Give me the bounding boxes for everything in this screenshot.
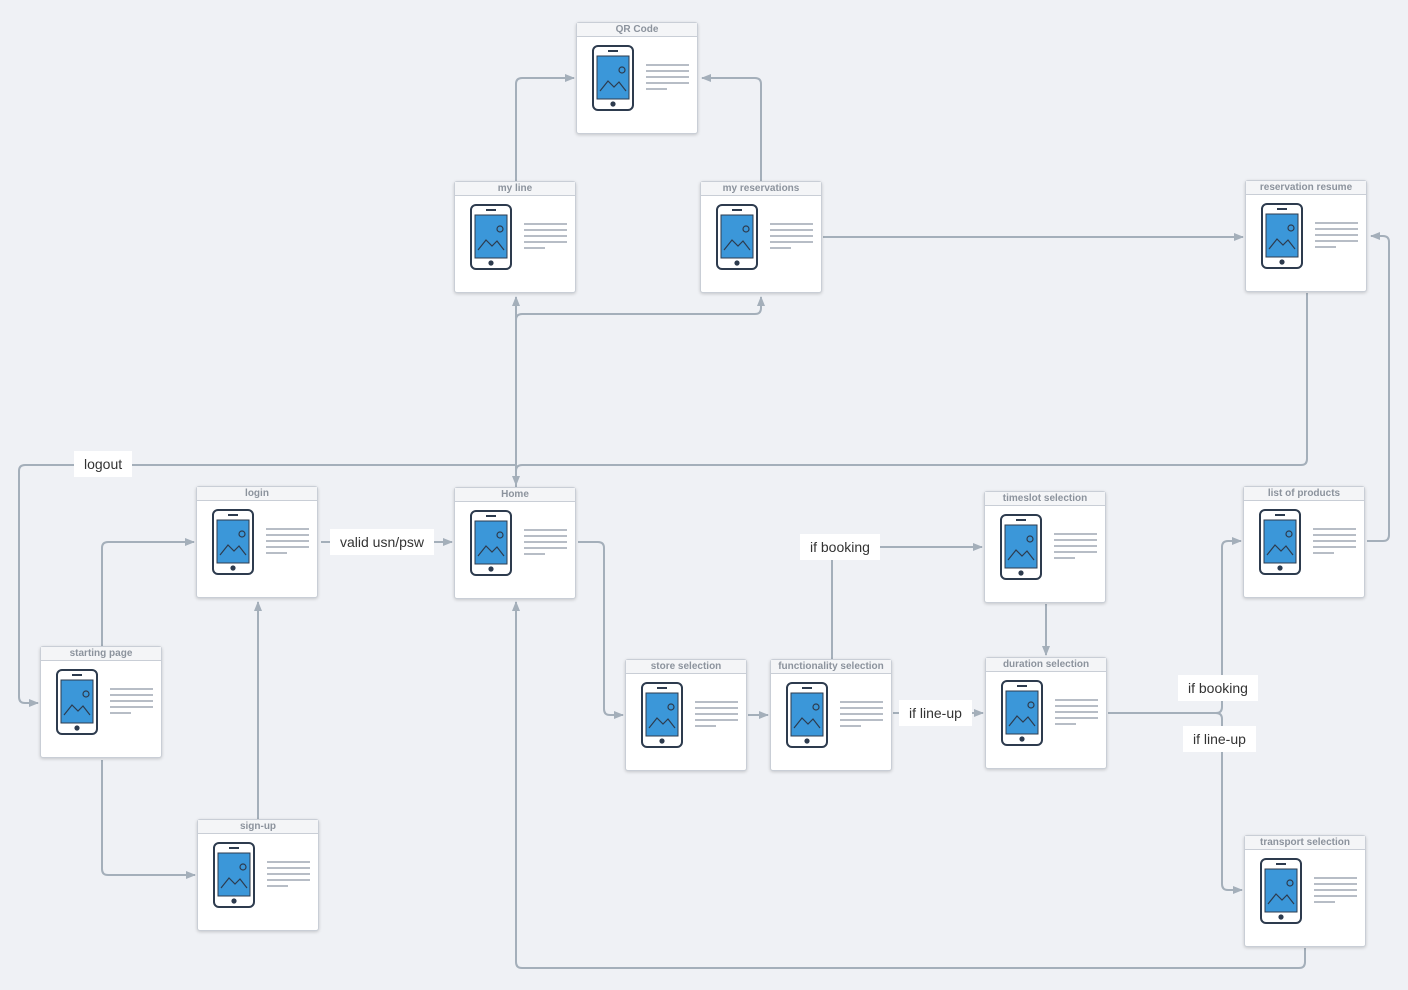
screen-starting-page[interactable]: starting page — [40, 646, 162, 758]
screen-timeslot-selection[interactable]: timeslot selection — [984, 491, 1106, 603]
edge-label-if-lineup: if line-up — [899, 700, 972, 726]
phone-mockup-icon — [56, 669, 153, 735]
screen-title: starting page — [41, 647, 161, 661]
edge-home-myres — [515, 296, 765, 321]
edge-myres-qr — [701, 74, 762, 181]
phone-mockup-icon — [470, 204, 567, 270]
screen-title: reservation resume — [1246, 181, 1366, 195]
screen-title: Home — [455, 488, 575, 502]
edge-label-valid-credentials: valid usn/psw — [330, 529, 435, 555]
edge-start-login — [101, 538, 195, 646]
edge-func-timeslot — [831, 543, 983, 659]
phone-mockup-icon — [786, 682, 883, 748]
phone-mockup-icon — [716, 204, 813, 270]
screen-sign-up[interactable]: sign-up — [197, 819, 319, 931]
phone-mockup-icon — [1000, 514, 1097, 580]
phone-mockup-icon — [470, 510, 567, 576]
phone-mockup-icon — [213, 842, 310, 908]
phone-mockup-icon — [212, 509, 309, 575]
edge-label-logout: logout — [74, 451, 133, 477]
phone-mockup-icon — [641, 682, 738, 748]
edge-transport-home — [512, 601, 1306, 969]
screen-list-of-products[interactable]: list of products — [1243, 486, 1365, 598]
screen-title: functionality selection — [771, 660, 891, 674]
screen-title: my line — [455, 182, 575, 196]
screen-title: transport selection — [1245, 836, 1365, 850]
phone-mockup-icon — [1261, 203, 1358, 269]
screen-title: duration selection — [986, 658, 1106, 672]
edge-start-signup — [101, 760, 196, 879]
screen-transport-selection[interactable]: transport selection — [1244, 835, 1366, 947]
screen-title: login — [197, 487, 317, 501]
screen-home[interactable]: Home — [454, 487, 576, 599]
screen-duration-selection[interactable]: duration selection — [985, 657, 1107, 769]
edge-label-if-booking-right: if booking — [1178, 675, 1258, 701]
screen-title: sign-up — [198, 820, 318, 834]
edge-resume-home — [512, 293, 1308, 486]
edge-home-store — [578, 541, 624, 719]
screen-login[interactable]: login — [196, 486, 318, 598]
screen-title: my reservations — [701, 182, 821, 196]
edge-label-if-lineup-right: if line-up — [1183, 726, 1256, 752]
screen-functionality-selection[interactable]: functionality selection — [770, 659, 892, 771]
screen-qr-code[interactable]: QR Code — [576, 22, 698, 134]
screen-reservation-resume[interactable]: reservation resume — [1245, 180, 1367, 292]
screen-title: QR Code — [577, 23, 697, 37]
screen-title: timeslot selection — [985, 492, 1105, 506]
edge-duration-transport — [1215, 712, 1243, 894]
screen-title: store selection — [626, 660, 746, 674]
phone-mockup-icon — [1260, 858, 1357, 924]
screen-my-reservations[interactable]: my reservations — [700, 181, 822, 293]
screen-title: list of products — [1244, 487, 1364, 501]
screen-store-selection[interactable]: store selection — [625, 659, 747, 771]
phone-mockup-icon — [1259, 509, 1356, 575]
edge-products-resume — [1367, 232, 1390, 542]
screen-my-line[interactable]: my line — [454, 181, 576, 293]
phone-mockup-icon — [1001, 680, 1098, 746]
edge-myline-qr — [515, 74, 575, 181]
phone-mockup-icon — [592, 45, 689, 111]
edge-logout-start — [18, 464, 516, 707]
edge-label-if-booking: if booking — [800, 534, 880, 560]
